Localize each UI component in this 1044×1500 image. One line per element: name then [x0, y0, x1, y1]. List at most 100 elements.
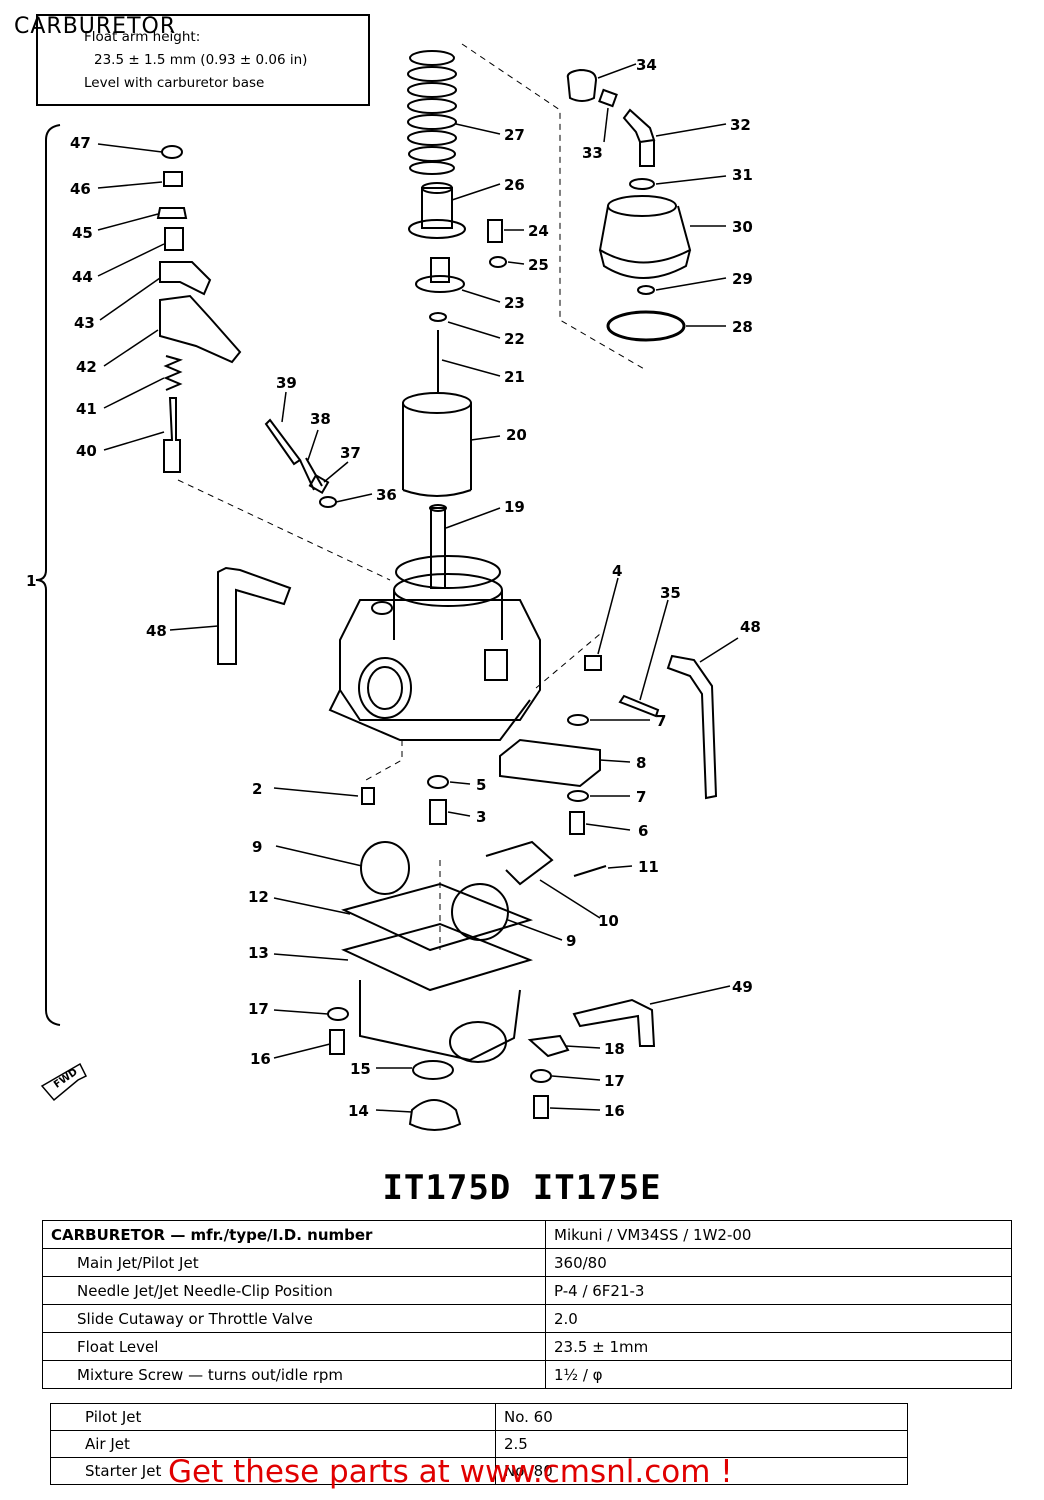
part-float-9a: [360, 841, 410, 895]
part-float-arm-10: [485, 840, 554, 886]
part-nut-47: [161, 145, 183, 159]
part-washer-25: [489, 256, 507, 268]
callout-36: 36: [376, 486, 397, 504]
callout-48b: 48: [740, 618, 761, 636]
part-washer-5: [427, 775, 449, 789]
part-screw-16a: [329, 1029, 345, 1055]
part-screw-35: [618, 694, 660, 718]
jet-row-value: 2.5: [495, 1430, 908, 1458]
jet-row-label: Pilot Jet: [50, 1403, 496, 1431]
part-top-cap-30: [598, 195, 692, 279]
callout-42: 42: [76, 358, 97, 376]
callout-9a: 9: [252, 838, 262, 856]
callout-19: 19: [504, 498, 525, 516]
callout-12: 12: [248, 888, 269, 906]
callout-2: 2: [252, 780, 262, 798]
float-arm-note: Float arm height: 23.5 ± 1.5 mm (0.93 ± …: [36, 14, 370, 106]
part-hose-49: [572, 998, 656, 1047]
callout-10: 10: [598, 912, 619, 930]
callout-17a: 17: [248, 1000, 269, 1018]
part-nut-4: [584, 655, 602, 671]
spec-row-value: 360/80: [545, 1248, 1012, 1277]
callout-41: 41: [76, 400, 97, 418]
part-spring-27: [407, 50, 457, 175]
callout-20: 20: [506, 426, 527, 444]
callout-6: 6: [638, 822, 648, 840]
callout-44: 44: [72, 268, 93, 286]
callout-29: 29: [732, 270, 753, 288]
callout-13: 13: [248, 944, 269, 962]
part-plate-23: [415, 257, 465, 293]
part-gasket-12: [341, 882, 534, 952]
part-washer-7a: [567, 714, 589, 726]
jet-row-value: No. 60: [495, 1403, 908, 1431]
model-heading: IT175D IT175E: [382, 1168, 662, 1208]
spec-row-label: Float Level: [42, 1332, 546, 1361]
part-washer-45: [156, 207, 188, 219]
callout-17b: 17: [604, 1072, 625, 1090]
part-screw-16b: [533, 1095, 549, 1119]
part-plate-8: [499, 738, 601, 788]
callout-25: 25: [528, 256, 549, 274]
callout-28: 28: [732, 318, 753, 336]
assembly-bracket: [35, 124, 61, 1026]
callout-32: 32: [730, 116, 751, 134]
callout-49: 49: [732, 978, 753, 996]
callout-35: 35: [660, 584, 681, 602]
part-washer-31: [629, 178, 655, 190]
carburetor-exploded-diagram: FWD 1 2 3 4 5 6 7 7 8 9 9 10 11 12 13 14…: [26, 43, 761, 1131]
part-jet-3: [429, 799, 447, 825]
callout-38: 38: [310, 410, 331, 428]
part-screw-29: [637, 285, 655, 295]
callout-22: 22: [504, 330, 525, 348]
spec-row-label: Mixture Screw — turns out/idle rpm: [42, 1360, 546, 1389]
part-hose-48-right: [666, 654, 718, 800]
part-nut-44: [164, 227, 184, 251]
part-screw-6: [569, 811, 585, 835]
part-washer-17b: [530, 1069, 552, 1083]
callout-45: 45: [72, 224, 93, 242]
callout-16b: 16: [604, 1102, 625, 1120]
part-screw-24: [487, 219, 503, 243]
callout-23: 23: [504, 294, 525, 312]
callout-30: 30: [732, 218, 753, 236]
spec-row-label: Main Jet/Pilot Jet: [42, 1248, 546, 1277]
callout-11: 11: [638, 858, 659, 876]
callout-4: 4: [612, 562, 622, 580]
callout-26: 26: [504, 176, 525, 194]
callout-27: 27: [504, 126, 525, 144]
callout-18: 18: [604, 1040, 625, 1058]
callout-34: 34: [636, 56, 657, 74]
callout-16a: 16: [250, 1050, 271, 1068]
parts-link[interactable]: Get these parts at www.cmsnl.com !: [168, 1454, 733, 1490]
part-elbow-32: [622, 108, 656, 167]
callout-24: 24: [528, 222, 549, 240]
part-throttle-valve-20: [402, 392, 472, 497]
page-title: CARBURETOR: [14, 14, 177, 39]
part-nut-33: [598, 88, 618, 108]
spec-row-label: CARBURETOR — mfr./type/I.D. number: [42, 1220, 546, 1249]
part-oring-15: [412, 1060, 454, 1080]
callout-39: 39: [276, 374, 297, 392]
part-carburetor-body: [328, 555, 541, 741]
part-spring-seat-26: [408, 182, 466, 239]
part-jet-2: [361, 787, 375, 805]
callout-7a: 7: [656, 712, 666, 730]
callout-9b: 9: [566, 932, 576, 950]
part-oring-36: [319, 496, 337, 508]
spec-row-label: Slide Cutaway or Throttle Valve: [42, 1304, 546, 1333]
callout-14: 14: [348, 1102, 369, 1120]
callout-8: 8: [636, 754, 646, 772]
callout-15: 15: [350, 1060, 371, 1078]
callout-33: 33: [582, 144, 603, 162]
note-line-3: Level with carburetor base: [84, 75, 265, 91]
callout-21: 21: [504, 368, 525, 386]
part-drain-plug-14: [408, 1099, 462, 1131]
